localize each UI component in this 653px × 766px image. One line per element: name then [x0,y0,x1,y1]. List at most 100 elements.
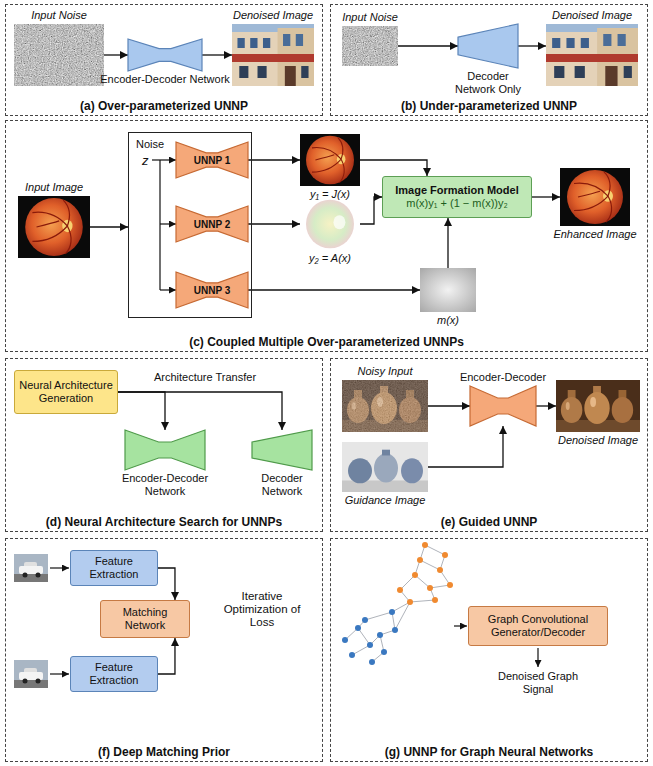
circle [369,659,375,665]
connector-arrow [360,197,382,224]
circle [442,552,448,558]
line [160,223,176,224]
connector-arrow [248,223,300,224]
shape-outline [470,386,536,426]
panel-frame: (f) Deep Matching PriorFeature Extractio… [5,538,323,762]
connector-arrow [104,54,128,55]
panel-frame: (a) Over-parameterized UNNPInput NoiseEn… [5,4,323,116]
connector-arrow [248,289,420,290]
encoder-decoder-outline [125,430,205,470]
shape-outline [252,430,312,470]
process-box: Feature Extraction [70,656,158,692]
decoder-outline [252,430,312,470]
node-label: UNNP 1 [194,154,231,167]
line [420,560,440,570]
note-label: Iterative Optimization of Loss [212,590,312,629]
shape-outline [458,24,518,68]
circle [355,625,361,631]
circle [437,567,443,573]
shape-outline [176,142,248,178]
arrow-line [50,567,69,568]
denoised-image [556,380,640,432]
noise-overlay [342,380,428,432]
connector-arrow [248,159,300,160]
panel-frame: (d) Neural Architecture Search for UNNPs… [5,358,323,532]
graph-nodes-orange [397,542,453,605]
node-label: Noise [136,138,164,150]
line [352,645,370,655]
connector-arrow [536,405,556,406]
panel-caption: (c) Coupled Multiple Over-parameterized … [6,335,647,349]
line [365,612,392,620]
line [430,585,450,588]
panel-frame: (c) Coupled Multiple Over-parameterized … [5,120,648,352]
node-label: Input Image [25,181,83,194]
node-label: Guidance Image [345,494,426,507]
note-label: Denoised Graph Signal [488,670,588,696]
arrow-line [50,673,69,674]
encoder-decoder-shape: UNNP 2 [176,206,248,242]
noise-image [14,24,104,86]
connector-arrow [158,568,175,600]
node-label: Denoised Image [552,9,632,22]
node-label: Encoder-Decoder Network [100,73,230,86]
circle [407,599,413,605]
connector-arrow [532,196,560,197]
panel-caption: (g) UNNP for Graph Neural Networks [331,745,647,759]
circle [417,557,423,563]
graph-edges [345,545,450,662]
circle [377,632,383,638]
circle [447,582,453,588]
node-label: Encoder-Decoder [460,371,546,384]
node-label: UNNP 3 [194,284,231,297]
process-box: Feature Extraction [70,550,158,586]
encoder-decoder-shape: Encoder-Decoder [470,386,536,426]
node-label: Matching Network [105,606,185,632]
image-node: y₁ = J(x) [300,134,360,186]
panel-f-pictures [14,554,69,688]
panel-g-pictures [342,542,538,667]
line [358,628,370,645]
node-label: Neural Architecture Generation [19,379,113,405]
node-label: m(x) [437,314,459,327]
fundus-image [300,134,360,186]
circle [392,627,398,633]
node-label: Noisy Input [357,365,412,378]
line [395,602,410,630]
image-node: Denoised Image [556,380,640,432]
noise-image [342,26,398,66]
encoder-decoder-outline [470,386,536,426]
connector-arrow [90,226,128,227]
connector-arrow [158,638,175,674]
encoder-decoder-shape: UNNP 3 [176,272,248,308]
circle [367,642,373,648]
panel-frame: (e) Guided UNNP Noisy InputGuidance Image… [330,358,648,532]
image-node: y₂ = A(x) [300,198,360,250]
encoder-decoder-shape: Encoder-Decoder Network [125,430,205,470]
image-node: Denoised Image [232,24,314,86]
arrow-line [454,625,467,626]
node-label: Decoder Network Only [448,70,528,96]
noise-branch-lines [152,160,176,290]
process-box: Neural Architecture Generation [14,370,118,414]
panel-caption: (d) Neural Architecture Search for UNNPs [6,515,322,529]
node-label: Image Formation Model [395,184,518,197]
denoised-image [546,24,638,86]
line [159,160,160,290]
node-label: Enhanced Image [553,228,636,241]
connector-arrow [447,218,448,268]
node-label: Input Noise [342,11,398,24]
connector-arrow [518,45,546,46]
node-label: Feature Extraction [75,661,153,687]
connector-arrow [428,405,470,406]
panel-caption: (e) Guided UNNP [331,515,647,529]
panel-caption: (b) Under-parameterized UNNP [331,99,647,113]
node-label: Decoder Network [250,472,314,498]
node-label: UNNP 2 [194,218,231,231]
circle [412,572,418,578]
shape-outline [176,206,248,242]
connector-arrow [398,45,458,46]
mask-image [420,268,476,312]
car-image [14,660,48,688]
connector-arrow [428,426,503,467]
